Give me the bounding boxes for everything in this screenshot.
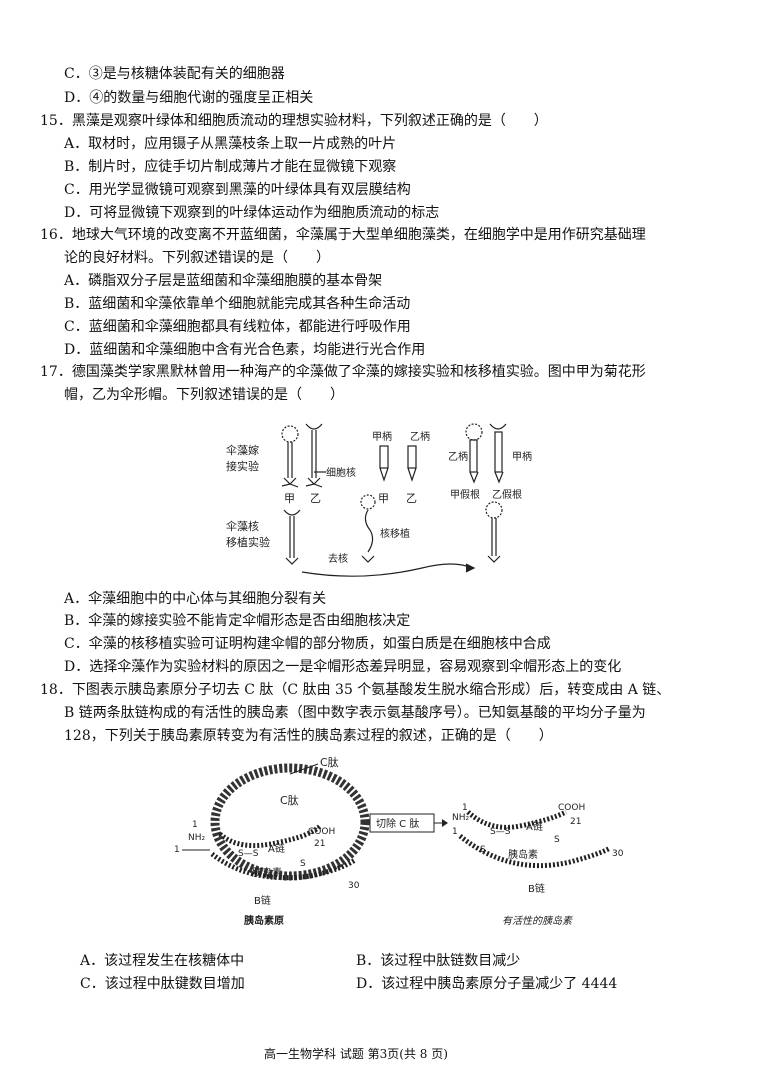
nucleus-label: 细胞核 <box>326 466 356 479</box>
q15-stem: 15．黑藻是观察叶绿体和细胞质流动的理想实验材料，下列叙述正确的是（ ） <box>40 113 548 129</box>
active-s-left: S <box>480 845 486 855</box>
q17-option-b: B．伞藻的嫁接实验不能肯定伞帽形态是否由细胞核决定 <box>64 613 411 629</box>
graft-label-2: 接实验 <box>226 459 259 473</box>
proinsulin-b-chain: B链 <box>254 894 271 907</box>
proinsulin-one-a: 1 <box>192 820 198 830</box>
q18-option-b: B．该过程中肽链数目减少 <box>356 953 521 969</box>
active-a-chain: A链 <box>526 820 543 833</box>
transplant-label-1: 伞藻核 <box>226 519 259 533</box>
q14-option-c: C．③是与核糖体装配有关的细胞器 <box>64 66 285 82</box>
graft-label-1: 伞藻嫁 <box>226 443 259 457</box>
remove-nucleus-label: 去核 <box>328 552 348 565</box>
q17-stem-cont: 帽，乙为伞形帽。下列叙述错误的是（ ） <box>64 387 344 403</box>
q16-stem: 16．地球大气环境的改变离不开蓝细菌，伞藻属于大型单细胞藻类，在细胞学中是用作研… <box>40 227 646 243</box>
transplant-plant-3 <box>485 501 503 563</box>
q18-option-d: D．该过程中胰岛素原分子量减少了 4444 <box>356 976 618 992</box>
jia-stalk-label: 甲柄 <box>372 430 392 443</box>
proinsulin-30: 30 <box>348 881 360 891</box>
proinsulin-a-chain: A链 <box>268 842 285 855</box>
cut-c-peptide-label: 切除 C 肽 <box>376 817 419 830</box>
graft-jia-label: 甲 <box>284 492 295 505</box>
proinsulin-21: 21 <box>314 839 325 849</box>
q14-option-d: D．④的数量与细胞代谢的强度呈正相关 <box>64 90 314 106</box>
jia-rhizoid-label: 甲假根 <box>450 488 480 501</box>
active-30: 30 <box>612 849 624 859</box>
transplant-plant-2 <box>360 494 376 563</box>
transplant-plant-1 <box>283 509 301 565</box>
c-peptide-top-label: C肽 <box>320 755 339 769</box>
active-insulin: 胰岛素 <box>508 848 538 861</box>
q15-option-a: A．取材时，应用镊子从黑藻枝条上取一片成熟的叶片 <box>64 136 397 152</box>
insulin-figure: C肽 C肽 1 NH₂ 1 S—S A链 COOH 21 S 胰岛素 30 B链… <box>174 755 624 927</box>
proinsulin-s: S <box>300 859 306 869</box>
q17-stem: 17．德国藻类学家黑默林曾用一种海产的伞藻做了伞藻的嫁接实验和核移植实验。图中甲… <box>40 364 646 380</box>
q16-stem-cont: 论的良好材料。下列叙述错误的是（ ） <box>64 250 330 266</box>
transplant-label-2: 移植实验 <box>226 535 270 549</box>
c-peptide-inner-label: C肽 <box>280 793 299 807</box>
active-b-chain: B链 <box>528 882 545 895</box>
graft-yi-label: 乙 <box>310 492 321 505</box>
umbrella-algae-figure: 伞藻嫁 接实验 细胞核 甲 乙 甲柄 乙柄 甲 乙 乙柄 甲柄 甲假根 乙假根 … <box>226 423 532 577</box>
q18-option-c: C．该过程中肽键数目增加 <box>80 976 245 992</box>
q18-stem: 18．下图表示胰岛素原分子切去 C 肽（C 肽由 35 个氨基酸发生脱水缩合形成… <box>40 682 671 698</box>
q16-option-d: D．蓝细菌和伞藻细胞中含有光合色素，均能进行光合作用 <box>64 342 426 358</box>
proinsulin-caption: 胰岛素原 <box>244 914 284 927</box>
yi-stalk-label: 乙柄 <box>410 430 430 443</box>
yi-stalk-label-2: 乙柄 <box>448 450 468 463</box>
active-nh2: NH₂ <box>452 813 470 823</box>
active-ss: S—S <box>490 827 511 837</box>
active-cooh: COOH <box>558 803 585 813</box>
q18-stem-cont-1: B 链两条肽链构成的有活性的胰岛素（图中数字表示氨基酸序号）。已知氨基酸的平均分… <box>64 705 646 721</box>
yi-rhizoid-label: 乙假根 <box>492 488 522 501</box>
q17-option-d: D．选择伞藻作为实验材料的原因之一是伞帽形态差异明显，容易观察到伞帽形态上的变化 <box>64 659 622 675</box>
page-footer: 高一生物学科 试题 第3页(共 8 页) <box>264 1047 448 1061</box>
active-caption: 有活性的胰岛素 <box>502 915 573 927</box>
proinsulin-diagram: C肽 C肽 1 NH₂ 1 S—S A链 COOH 21 S 胰岛素 30 B链… <box>174 755 370 927</box>
q16-option-c: C．蓝细菌和伞藻细胞都具有线粒体，都能进行呼吸作用 <box>64 319 411 335</box>
proinsulin-cooh: COOH <box>308 827 335 837</box>
q15-option-d: D．可将显微镜下观察到的叶绿体运动作为细胞质流动的标志 <box>64 205 440 221</box>
active-insulin-diagram: 1 NH₂ 1 S—S A链 COOH 21 S S 胰岛素 30 B链 有活性… <box>452 803 624 927</box>
proinsulin-one-b: 1 <box>174 845 180 855</box>
proinsulin-ss: S—S <box>238 849 259 859</box>
active-21: 21 <box>570 817 581 827</box>
proinsulin-nh2: NH₂ <box>188 833 206 843</box>
active-one-b: 1 <box>452 827 458 837</box>
stalk-yi-label: 乙 <box>406 492 417 505</box>
graft-plant-jia <box>281 425 299 488</box>
q18-stem-cont-2: 128，下列关于胰岛素原转变为有活性的胰岛素过程的叙述，正确的是（ ） <box>64 728 553 744</box>
remove-nucleus-arrow <box>301 563 473 577</box>
q17-option-c: C．伞藻的核移植实验可证明构建伞帽的部分物质，如蛋白质是在细胞核中合成 <box>64 636 551 652</box>
active-one-a: 1 <box>462 803 468 813</box>
graft-plant-yi <box>305 423 323 488</box>
stalk-jia-label: 甲 <box>378 492 389 505</box>
q16-option-a: A．磷脂双分子层是蓝细菌和伞藻细胞膜的基本骨架 <box>64 273 383 289</box>
active-s-right: S <box>554 835 560 845</box>
q18-option-a: A．该过程发生在核糖体中 <box>80 953 245 969</box>
jia-stalk-label-2: 甲柄 <box>512 450 532 463</box>
q16-option-b: B．蓝细菌和伞藻依靠单个细胞就能完成其各种生命活动 <box>64 296 411 312</box>
q15-option-b: B．制片时，应徒手切片制成薄片才能在显微镜下观察 <box>64 159 397 175</box>
q17-option-a: A．伞藻细胞中的中心体与其细胞分裂有关 <box>64 591 327 607</box>
proinsulin-insulin: 胰岛素 <box>252 866 282 879</box>
nuclear-transplant-label: 核移植 <box>380 527 410 540</box>
q15-option-c: C．用光学显微镜可观察到黑藻的叶绿体具有双层膜结构 <box>64 182 411 198</box>
